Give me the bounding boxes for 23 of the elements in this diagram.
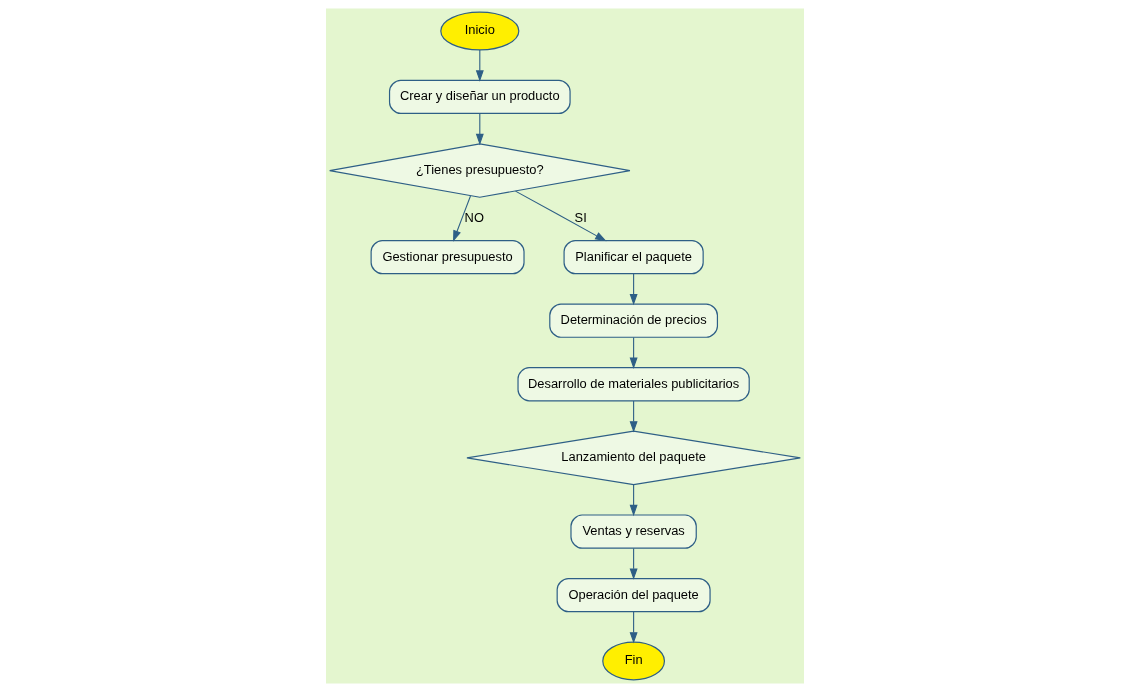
arrow — [629, 484, 638, 517]
arrow — [475, 49, 484, 82]
arrow — [514, 190, 607, 242]
node-box: Determinación de precios — [548, 303, 718, 338]
arrow — [629, 611, 638, 644]
arrow — [452, 195, 471, 242]
arrow — [629, 400, 638, 433]
node-ellipse: Fin — [601, 641, 665, 681]
node-diamond: ¿Tienes presupuesto? — [328, 143, 631, 198]
node-box: Planificar el paquete — [563, 239, 704, 275]
edge-label: NO — [464, 210, 484, 226]
edge-label: SI — [574, 210, 587, 226]
node-box: Operación del paquete — [556, 577, 711, 613]
arrow — [629, 547, 638, 580]
node-box: Gestionar presupuesto — [370, 239, 525, 275]
arrow — [629, 336, 638, 369]
node-ellipse: Inicio — [439, 11, 519, 51]
node-box: Crear y diseñar un producto — [388, 79, 571, 115]
arrow — [475, 113, 484, 146]
node-diamond: Lanzamiento del paquete — [465, 430, 801, 486]
arrow — [629, 273, 638, 306]
node-box: Desarrollo de materiales publicitarios — [516, 367, 750, 402]
node-box: Ventas y reservas — [569, 514, 697, 549]
